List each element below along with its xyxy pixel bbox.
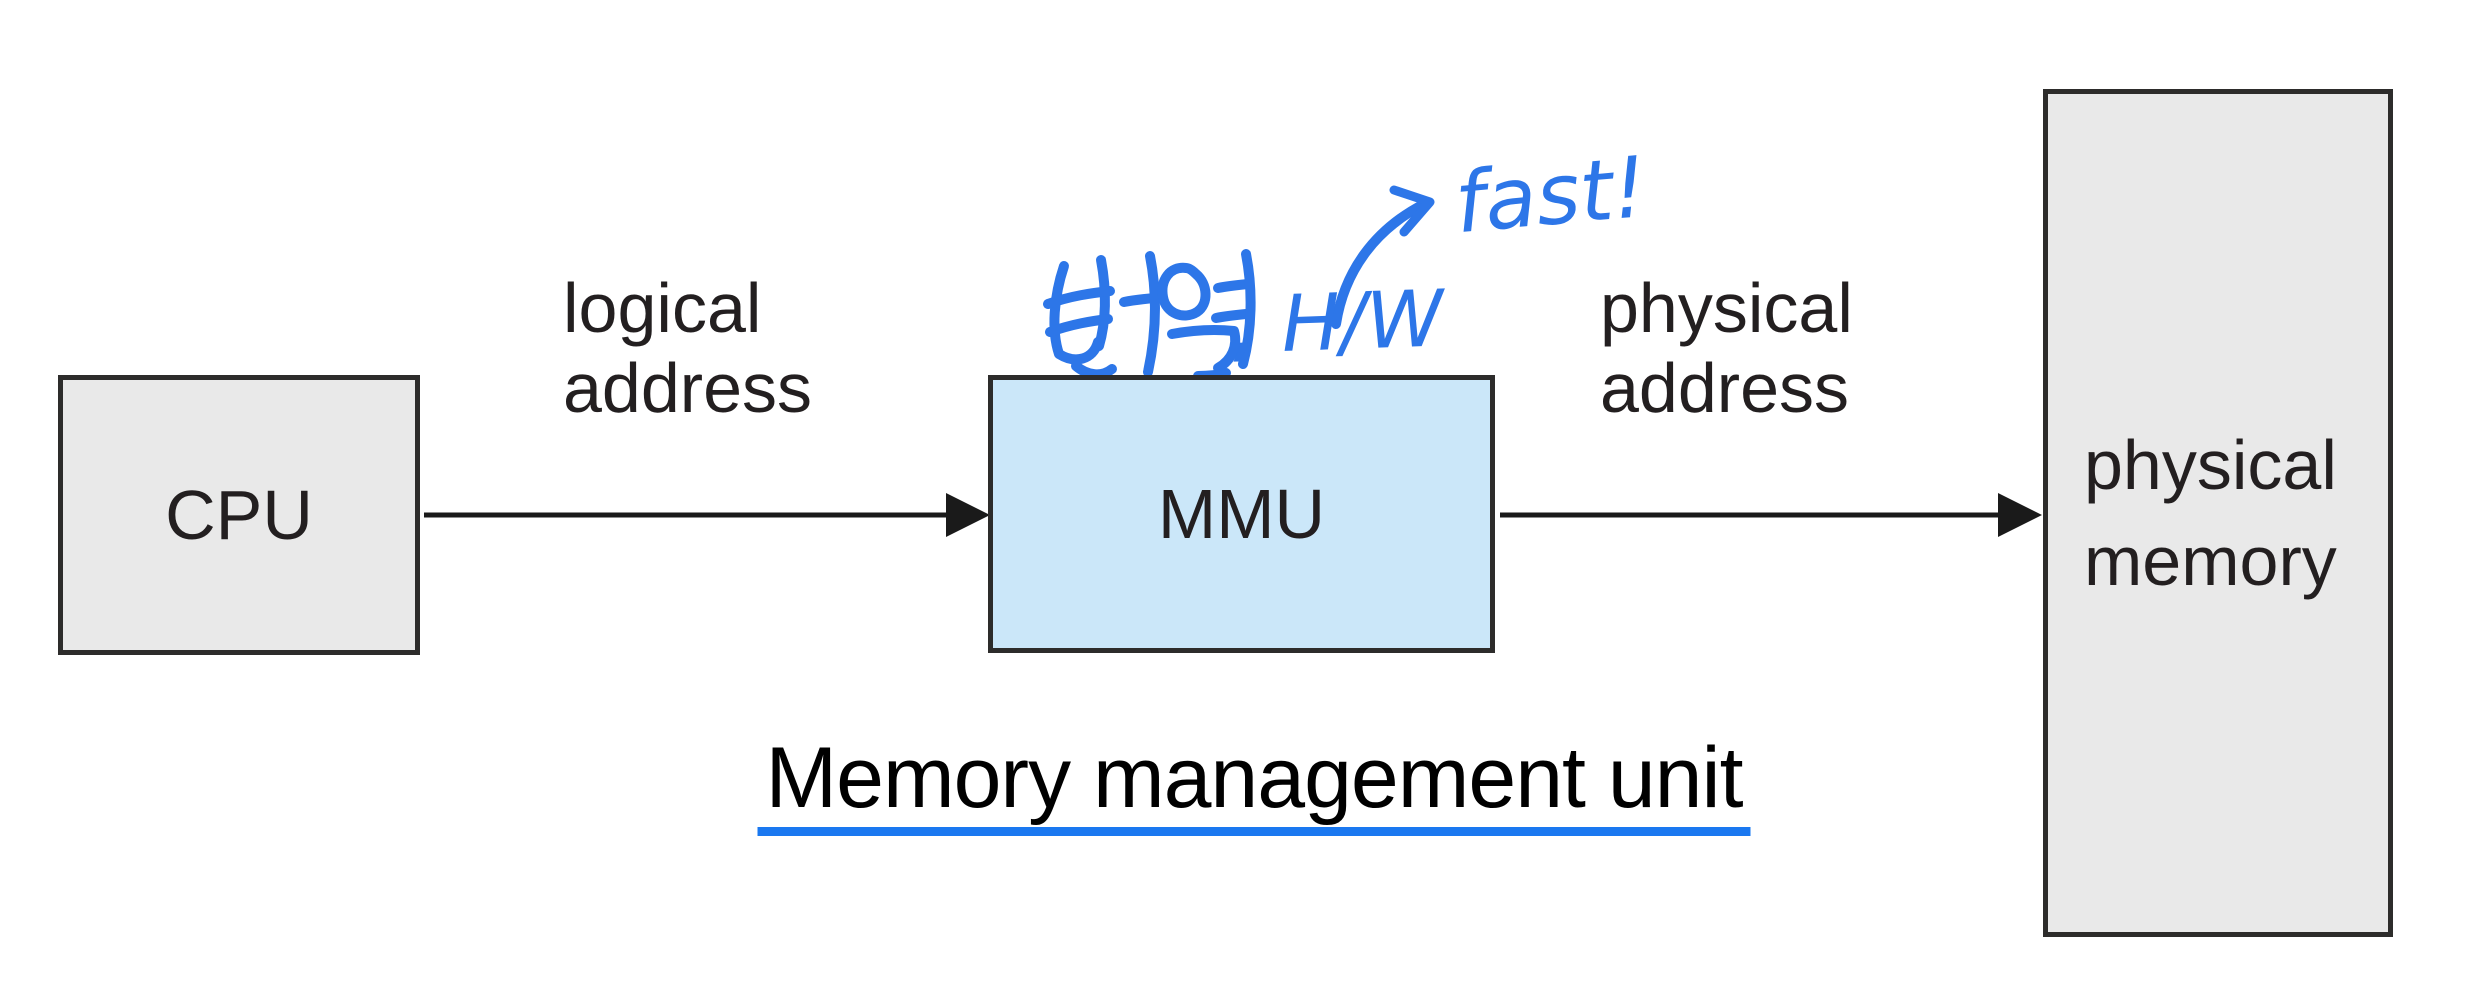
- edge-label-logical-address: logical address: [563, 268, 812, 428]
- node-cpu-label: CPU: [165, 476, 313, 554]
- diagram-title: Memory management unit: [757, 735, 1751, 836]
- physical-memory-line2: memory: [2084, 522, 2337, 600]
- node-physical-memory: physical memory: [2043, 89, 2393, 937]
- edge-label-physical-address: physical address: [1600, 268, 1853, 428]
- logical-address-line2: address: [563, 349, 813, 427]
- node-mmu: MMU: [988, 375, 1495, 653]
- arrow-cpu-to-mmu: [424, 493, 990, 537]
- node-cpu: CPU: [58, 375, 420, 655]
- node-mmu-label: MMU: [1157, 475, 1326, 553]
- handwritten-hw-note-text: , H/W: [1230, 274, 1446, 372]
- node-physical-memory-label: physical memory: [2084, 417, 2337, 609]
- physical-memory-line1: physical: [2084, 426, 2337, 504]
- handwritten-korean-note: [1043, 249, 1256, 381]
- logical-address-line1: logical: [563, 269, 762, 347]
- arrow-mmu-to-memory: [1500, 493, 2042, 537]
- physical-address-line1: physical: [1600, 269, 1853, 347]
- handwritten-fast-note: fast!: [1451, 137, 1651, 253]
- physical-address-line2: address: [1600, 349, 1850, 427]
